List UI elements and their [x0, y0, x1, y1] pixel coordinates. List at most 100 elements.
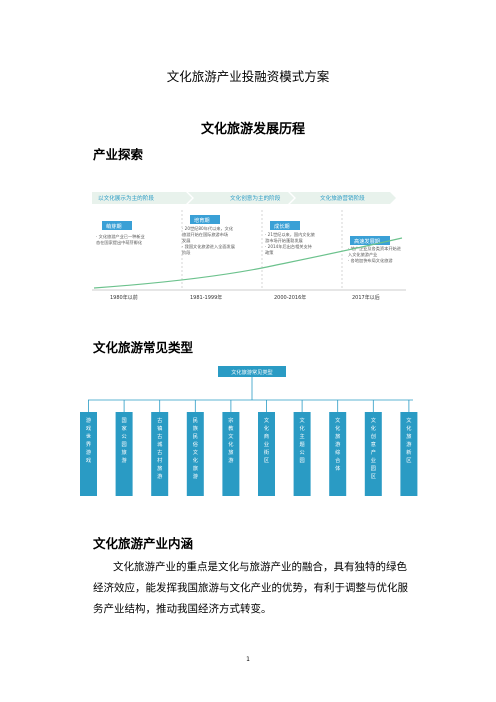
type-label-char: 化: [299, 424, 304, 432]
type-label-char: 题: [299, 441, 304, 448]
type-label-char: 族: [193, 424, 199, 432]
period-label-2: 2000-2016年: [274, 294, 306, 301]
type-label-char: 主: [299, 432, 304, 440]
stage-note-line: 发展: [182, 237, 191, 244]
type-label-char: 旅: [335, 432, 340, 440]
stage-note-line: · 文化旅游产业已一种新业: [96, 233, 145, 240]
type-label-char: 商: [264, 432, 269, 440]
type-label-char: 园: [121, 441, 126, 448]
stage-note-line: 阶段: [182, 249, 191, 256]
stage-note-line: 入文化旅游产业: [348, 251, 377, 258]
stage-label-box-3: [350, 236, 390, 245]
type-label-char: 游: [157, 472, 162, 480]
type-label-char: 旅: [406, 432, 411, 440]
page-number: 1: [246, 656, 250, 663]
tourism-types-tree: 文化旅游常见类型 游戏世界游戏国家公园旅游古镇古城古村旅游民族民俗文化旅游宗教文…: [80, 366, 418, 496]
type-label-char: 区: [264, 457, 269, 464]
type-label-char: 旅: [228, 448, 233, 456]
stage-label-0: 萌芽期: [106, 222, 122, 230]
type-label-char: 国: [121, 417, 126, 424]
type-box: [364, 412, 382, 496]
stage-note-line: 政策: [265, 249, 274, 256]
stage-label-box-0: [102, 221, 132, 230]
type-label-char: 民: [193, 417, 198, 424]
type-label-char: 化: [335, 424, 340, 432]
type-label-char: 产: [371, 448, 376, 456]
type-label-char: 文: [264, 416, 270, 424]
type-box: [329, 412, 347, 496]
paragraph-line-2: 务产业结构，推动我国经济方式转变。: [93, 603, 272, 615]
type-label-char: 城: [157, 441, 163, 448]
type-label-char: 体: [335, 464, 341, 472]
type-label-char: 公: [121, 434, 126, 440]
subsection-title-types: 文化旅游常见类型: [93, 340, 194, 355]
stage-label-box-2: [270, 221, 300, 230]
stage-label-box-1: [190, 215, 220, 224]
type-label-char: 戏: [86, 456, 91, 464]
type-label-char: 游: [86, 416, 91, 424]
stage-note-line: · 各地加快布局文化旅游: [348, 257, 393, 264]
type-label-char: 界: [86, 441, 91, 448]
type-label-char: 园: [371, 465, 376, 472]
type-label-char: 合: [335, 456, 341, 464]
tree-root-box: [218, 366, 286, 377]
type-label-char: 古: [157, 416, 162, 424]
type-label-char: 文: [335, 416, 341, 424]
paragraph-line-1: 经济效应，能发挥我国旅游与文化产业的优势，有利于调整与优化服: [93, 582, 408, 594]
type-label-char: 游: [121, 456, 126, 464]
type-label-char: 旅: [157, 464, 162, 472]
type-box: [293, 412, 311, 496]
type-label-char: 文: [371, 416, 377, 424]
type-label-char: 俗: [193, 440, 199, 448]
type-label-char: 文: [299, 416, 305, 424]
type-label-char: 区: [371, 473, 376, 480]
type-box: [115, 412, 133, 496]
type-label-char: 古: [157, 432, 162, 440]
tree-root-label: 文化旅游常见类型: [231, 368, 273, 376]
type-label-char: 文: [228, 432, 234, 440]
stage-note-line: · 地产企业及各类资本开始进: [348, 245, 402, 252]
type-label-char: 世: [86, 432, 91, 440]
type-label-char: 戏: [86, 424, 91, 432]
period-label-3: 2017年以后: [352, 294, 380, 301]
type-label-char: 民: [193, 433, 198, 440]
stage-note-line: 游市场开始蓬勃发展: [265, 237, 304, 244]
document-title: 文化旅游产业投融资模式方案: [166, 69, 330, 84]
type-box: [80, 412, 97, 496]
type-label-char: 家: [121, 424, 126, 432]
type-label-char: 综: [335, 448, 341, 456]
section-title: 文化旅游发展历程: [201, 122, 306, 137]
type-label-char: 区: [406, 457, 411, 464]
stage-note-line: · 21世纪以来，国内文化旅: [265, 231, 316, 238]
type-label-char: 宗: [228, 416, 233, 424]
type-label-char: 业: [264, 440, 269, 448]
type-label-char: 游: [335, 440, 340, 448]
type-label-char: 旅: [121, 448, 126, 456]
tree-leaf-group: 游戏世界游戏国家公园旅游古镇古城古村旅游民族民俗文化旅游宗教文化旅游文化商业街区…: [80, 400, 418, 496]
period-label-1: 1981-1999年: [190, 294, 222, 301]
band-label-2: 文化旅游营销阶段: [320, 194, 365, 202]
type-box: [222, 412, 240, 496]
type-label-char: 创: [371, 432, 376, 440]
timeline-top-band: 以文化展示为主的阶段 文化创意为主的阶段 文化旅游营销阶段: [92, 192, 396, 204]
type-label-char: 化: [264, 424, 269, 432]
type-label-char: 游: [86, 448, 91, 456]
band-label-0: 以文化展示为主的阶段: [98, 194, 154, 202]
type-label-char: 公: [299, 450, 304, 456]
type-label-char: 文: [406, 416, 412, 424]
stage-label-3: 高速发展期: [354, 237, 380, 245]
subsection-title-industry-exploration: 产业探索: [93, 147, 144, 162]
type-label-char: 古: [157, 448, 162, 456]
type-label-char: 新: [406, 448, 411, 456]
type-label-char: 游: [228, 456, 233, 464]
paragraph-line-0: 文化旅游产业的重点是文化与旅游产业的融合，具有独特的绿色: [113, 561, 407, 573]
type-label-char: 镇: [157, 424, 162, 432]
type-label-char: 文: [193, 448, 199, 456]
stage-note-line: 态在国家提出中萌芽孵化: [96, 239, 143, 246]
type-label-char: 游: [406, 440, 411, 448]
stage-note-line: · 我国文化旅游进入全面发展: [182, 243, 236, 250]
